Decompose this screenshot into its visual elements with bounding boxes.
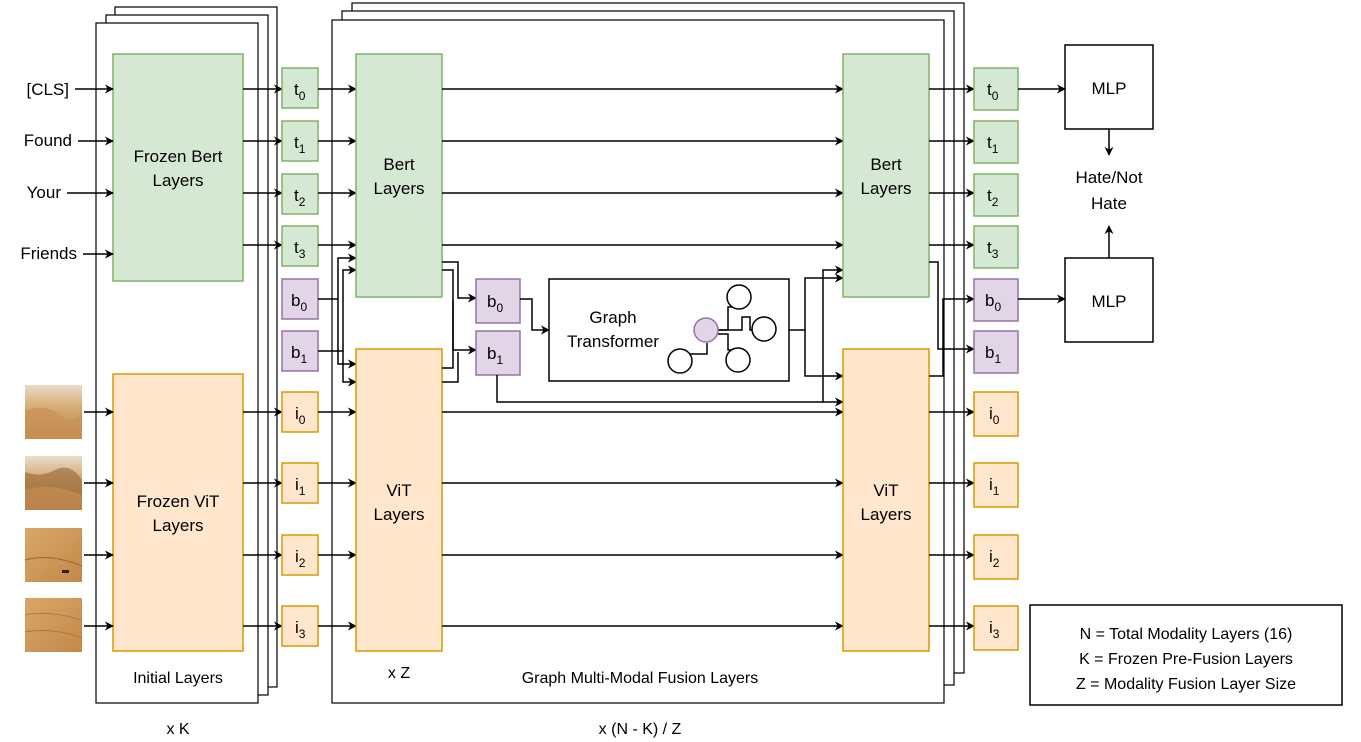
token-i3-initial: i3 [282,606,318,646]
graph-transformer: Graph Transformer [549,279,789,381]
mlp-bottom: MLP [1065,258,1153,342]
image-patch-3 [25,598,82,652]
fusion-vit-right-label-2: Layers [860,505,911,524]
token-b0-fusion: b0 [476,279,520,323]
fusion-vit-right-label-1: ViT [873,481,898,500]
mlp-top: MLP [1065,45,1153,129]
image-patch-0 [25,385,82,439]
token-t2-initial: t2 [282,174,318,214]
input-token-cls: [CLS] [26,80,69,99]
frozen-bert-label-2: Layers [152,171,203,190]
token-t0-output: t0 [974,68,1018,110]
token-t3-initial: t3 [282,226,318,266]
fusion-vit-left-label-2: Layers [373,505,424,524]
token-i0-output: i0 [974,392,1018,436]
frozen-bert-layers: Frozen Bert Layers [113,54,243,281]
fusion-bert-left-label-1: Bert [383,155,414,174]
token-t1-initial: t1 [282,121,318,161]
fusion-vit-left-label-1: ViT [386,481,411,500]
image-patch-2 [25,528,82,582]
legend-line-k: K = Frozen Pre-Fusion Layers [1079,651,1293,668]
frozen-vit-label-2: Layers [152,516,203,535]
token-i2-output: i2 [974,535,1018,579]
initial-repeat-label: x K [166,721,189,738]
fusion-bert-right-label-2: Layers [860,179,911,198]
fusion-layers-caption: Graph Multi-Modal Fusion Layers [522,670,759,687]
frozen-vit-layers: Frozen ViT Layers [113,374,243,651]
fusion-bert-left-label-2: Layers [373,179,424,198]
token-b1-output: b1 [974,331,1018,373]
output-label-2: Hate [1091,194,1127,213]
output-label-1: Hate/Not [1075,168,1142,187]
graph-transformer-label-1: Graph [589,308,636,327]
input-token-your: Your [27,183,62,202]
token-t0-initial: t0 [282,68,318,108]
svg-text:MLP: MLP [1092,292,1127,311]
token-i2-initial: i2 [282,535,318,575]
fusion-bert-layers-right: Bert Layers [843,54,929,297]
fusion-vit-layers-right: ViT Layers [843,349,929,651]
frozen-bert-label-1: Frozen Bert [134,147,223,166]
token-column-output: t0 t1 t2 t3 b0 b1 i0 i1 [974,68,1018,650]
classification-heads: MLP MLP Hate/Not Hate [1018,45,1153,342]
fusion-repeat-label: x (N - K) / Z [599,721,682,738]
token-i1-output: i1 [974,463,1018,507]
frozen-vit-label-1: Frozen ViT [137,492,220,511]
token-b1-initial: b1 [282,331,318,371]
inner-repeat-label: x Z [388,665,410,682]
input-token-found: Found [24,131,72,150]
legend-line-n: N = Total Modality Layers (16) [1080,626,1293,643]
token-i0-initial: i0 [282,392,318,432]
token-b1-fusion: b1 [476,331,520,375]
fusion-vit-layers-left: ViT Layers [356,349,442,651]
input-token-friends: Friends [20,244,77,263]
token-column-after-initial: t0 t1 t2 t3 b0 b1 i0 i1 [282,68,318,646]
token-t1-output: t1 [974,121,1018,163]
legend-line-z: Z = Modality Fusion Layer Size [1076,676,1296,693]
token-i3-output: i3 [974,606,1018,650]
image-patch-1 [25,456,82,510]
fusion-bert-layers-left: Bert Layers [356,54,442,297]
token-b0-initial: b0 [282,279,318,319]
legend-box: N = Total Modality Layers (16) K = Froze… [1030,605,1342,705]
token-b0-output: b0 [974,279,1018,321]
token-t2-output: t2 [974,174,1018,216]
graph-transformer-label-2: Transformer [567,332,659,351]
fusion-bert-right-label-1: Bert [870,155,901,174]
token-i1-initial: i1 [282,463,318,503]
svg-text:MLP: MLP [1092,79,1127,98]
initial-layers-caption: Initial Layers [133,670,223,687]
token-t3-output: t3 [974,226,1018,268]
